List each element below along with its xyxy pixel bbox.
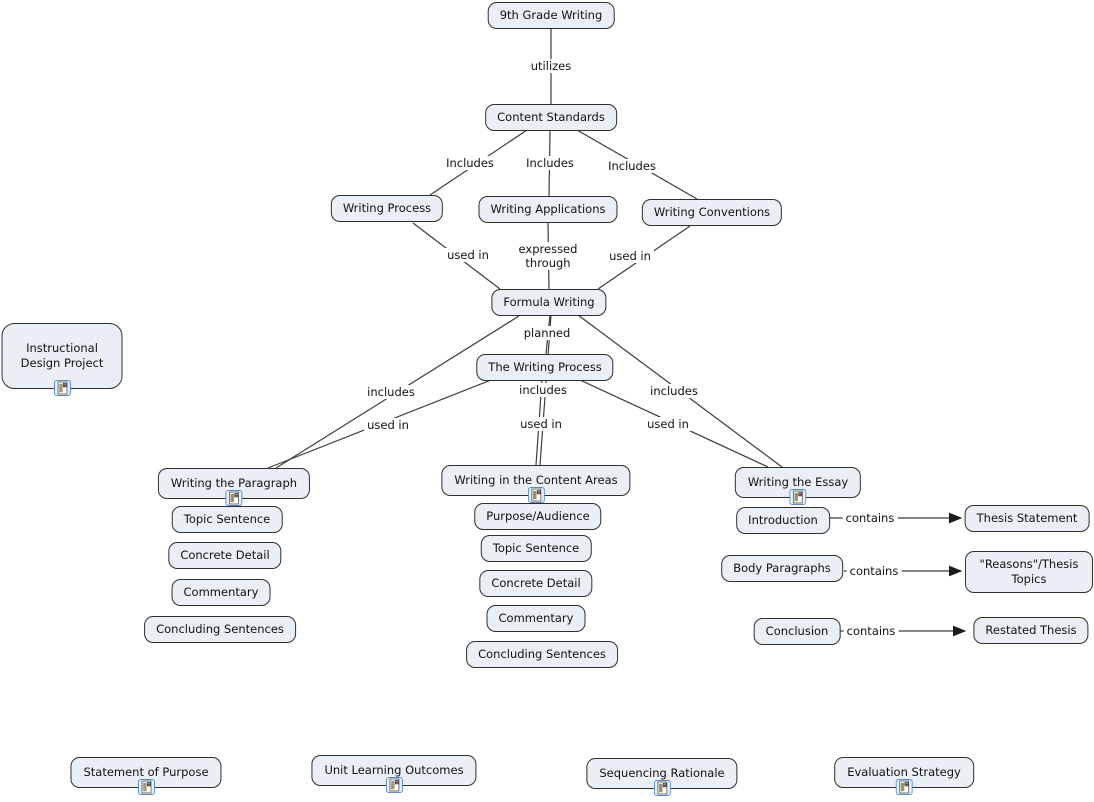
link-label-used-in-1[interactable]: used in xyxy=(444,248,492,262)
node-body-paragraphs[interactable]: Body Paragraphs xyxy=(721,555,843,582)
link-label-used-in-5[interactable]: used in xyxy=(644,417,692,431)
node-formula-writing[interactable]: Formula Writing xyxy=(491,289,607,316)
node-instructional-design-project[interactable]: Instructional Design Project xyxy=(1,323,123,396)
link-label-expressed-through[interactable]: expressed through xyxy=(515,242,581,270)
node-concrete-detail-2[interactable]: Concrete Detail xyxy=(479,570,593,597)
link-label-includes-2[interactable]: Includes xyxy=(523,156,577,170)
link-label-used-in-3[interactable]: used in xyxy=(364,418,412,432)
link-label-planned[interactable]: planned xyxy=(520,326,574,340)
node-statement-of-purpose[interactable]: Statement of Purpose xyxy=(70,757,222,795)
node-unit-learning-outcomes[interactable]: Unit Learning Outcomes xyxy=(311,755,477,793)
node-restated-thesis[interactable]: Restated Thesis xyxy=(973,617,1089,644)
node-reasons-thesis-topics[interactable]: "Reasons"/Thesis Topics xyxy=(965,551,1093,593)
node-9th-grade-writing[interactable]: 9th Grade Writing xyxy=(487,2,615,29)
node-label: Unit Learning Outcomes xyxy=(324,763,464,777)
node-writing-applications[interactable]: Writing Applications xyxy=(478,196,618,223)
resource-document-icon[interactable] xyxy=(527,487,545,503)
node-label: Writing in the Content Areas xyxy=(454,473,618,487)
resource-document-icon[interactable] xyxy=(385,777,403,793)
link-label-includes-5[interactable]: includes xyxy=(516,383,570,397)
node-writing-in-the-content-areas[interactable]: Writing in the Content Areas xyxy=(441,465,631,503)
node-commentary-1[interactable]: Commentary xyxy=(171,579,271,606)
node-concrete-detail-1[interactable]: Concrete Detail xyxy=(168,542,282,569)
node-content-standards[interactable]: Content Standards xyxy=(485,104,617,131)
link-label-includes-6[interactable]: includes xyxy=(647,384,701,398)
resource-document-icon[interactable] xyxy=(225,490,243,506)
link-label-used-in-4[interactable]: used in xyxy=(517,417,565,431)
node-sequencing-rationale[interactable]: Sequencing Rationale xyxy=(586,758,738,796)
node-writing-process[interactable]: Writing Process xyxy=(330,195,444,222)
node-writing-the-essay[interactable]: Writing the Essay xyxy=(734,467,862,505)
link-label-contains-3[interactable]: contains xyxy=(843,624,899,638)
node-concluding-sentences-2[interactable]: Concluding Sentences xyxy=(466,641,618,668)
node-writing-conventions[interactable]: Writing Conventions xyxy=(641,199,783,226)
node-label: Instructional Design Project xyxy=(20,341,104,370)
link-label-includes-3[interactable]: Includes xyxy=(605,159,659,173)
node-conclusion[interactable]: Conclusion xyxy=(753,618,841,645)
node-label: Evaluation Strategy xyxy=(847,765,961,779)
link-label-used-in-2[interactable]: used in xyxy=(606,249,654,263)
resource-document-icon[interactable] xyxy=(789,489,807,505)
node-introduction[interactable]: Introduction xyxy=(736,507,830,534)
link-label-contains-2[interactable]: contains xyxy=(846,564,902,578)
link-label-includes-4[interactable]: includes xyxy=(364,385,418,399)
node-concluding-sentences-1[interactable]: Concluding Sentences xyxy=(144,616,296,643)
node-label: Statement of Purpose xyxy=(83,765,209,779)
link-label-contains-1[interactable]: contains xyxy=(842,511,898,525)
link-label-includes-1[interactable]: Includes xyxy=(443,156,497,170)
node-topic-sentence-2[interactable]: Topic Sentence xyxy=(480,535,592,562)
node-topic-sentence-1[interactable]: Topic Sentence xyxy=(171,506,283,533)
resource-document-icon[interactable] xyxy=(53,380,71,396)
resource-document-icon[interactable] xyxy=(137,779,155,795)
node-label: Writing the Paragraph xyxy=(170,476,298,490)
link-label-utilizes[interactable]: utilizes xyxy=(527,59,575,73)
node-purpose-audience[interactable]: Purpose/Audience xyxy=(474,503,602,530)
node-commentary-2[interactable]: Commentary xyxy=(486,605,586,632)
node-label: Writing the Essay xyxy=(747,475,849,489)
node-label: Sequencing Rationale xyxy=(599,766,725,780)
resource-document-icon[interactable] xyxy=(653,780,671,796)
resource-document-icon[interactable] xyxy=(895,779,913,795)
node-evaluation-strategy[interactable]: Evaluation Strategy xyxy=(834,757,974,795)
node-writing-the-paragraph[interactable]: Writing the Paragraph xyxy=(157,468,311,506)
node-thesis-statement[interactable]: Thesis Statement xyxy=(964,505,1090,532)
node-the-writing-process[interactable]: The Writing Process xyxy=(476,354,614,381)
